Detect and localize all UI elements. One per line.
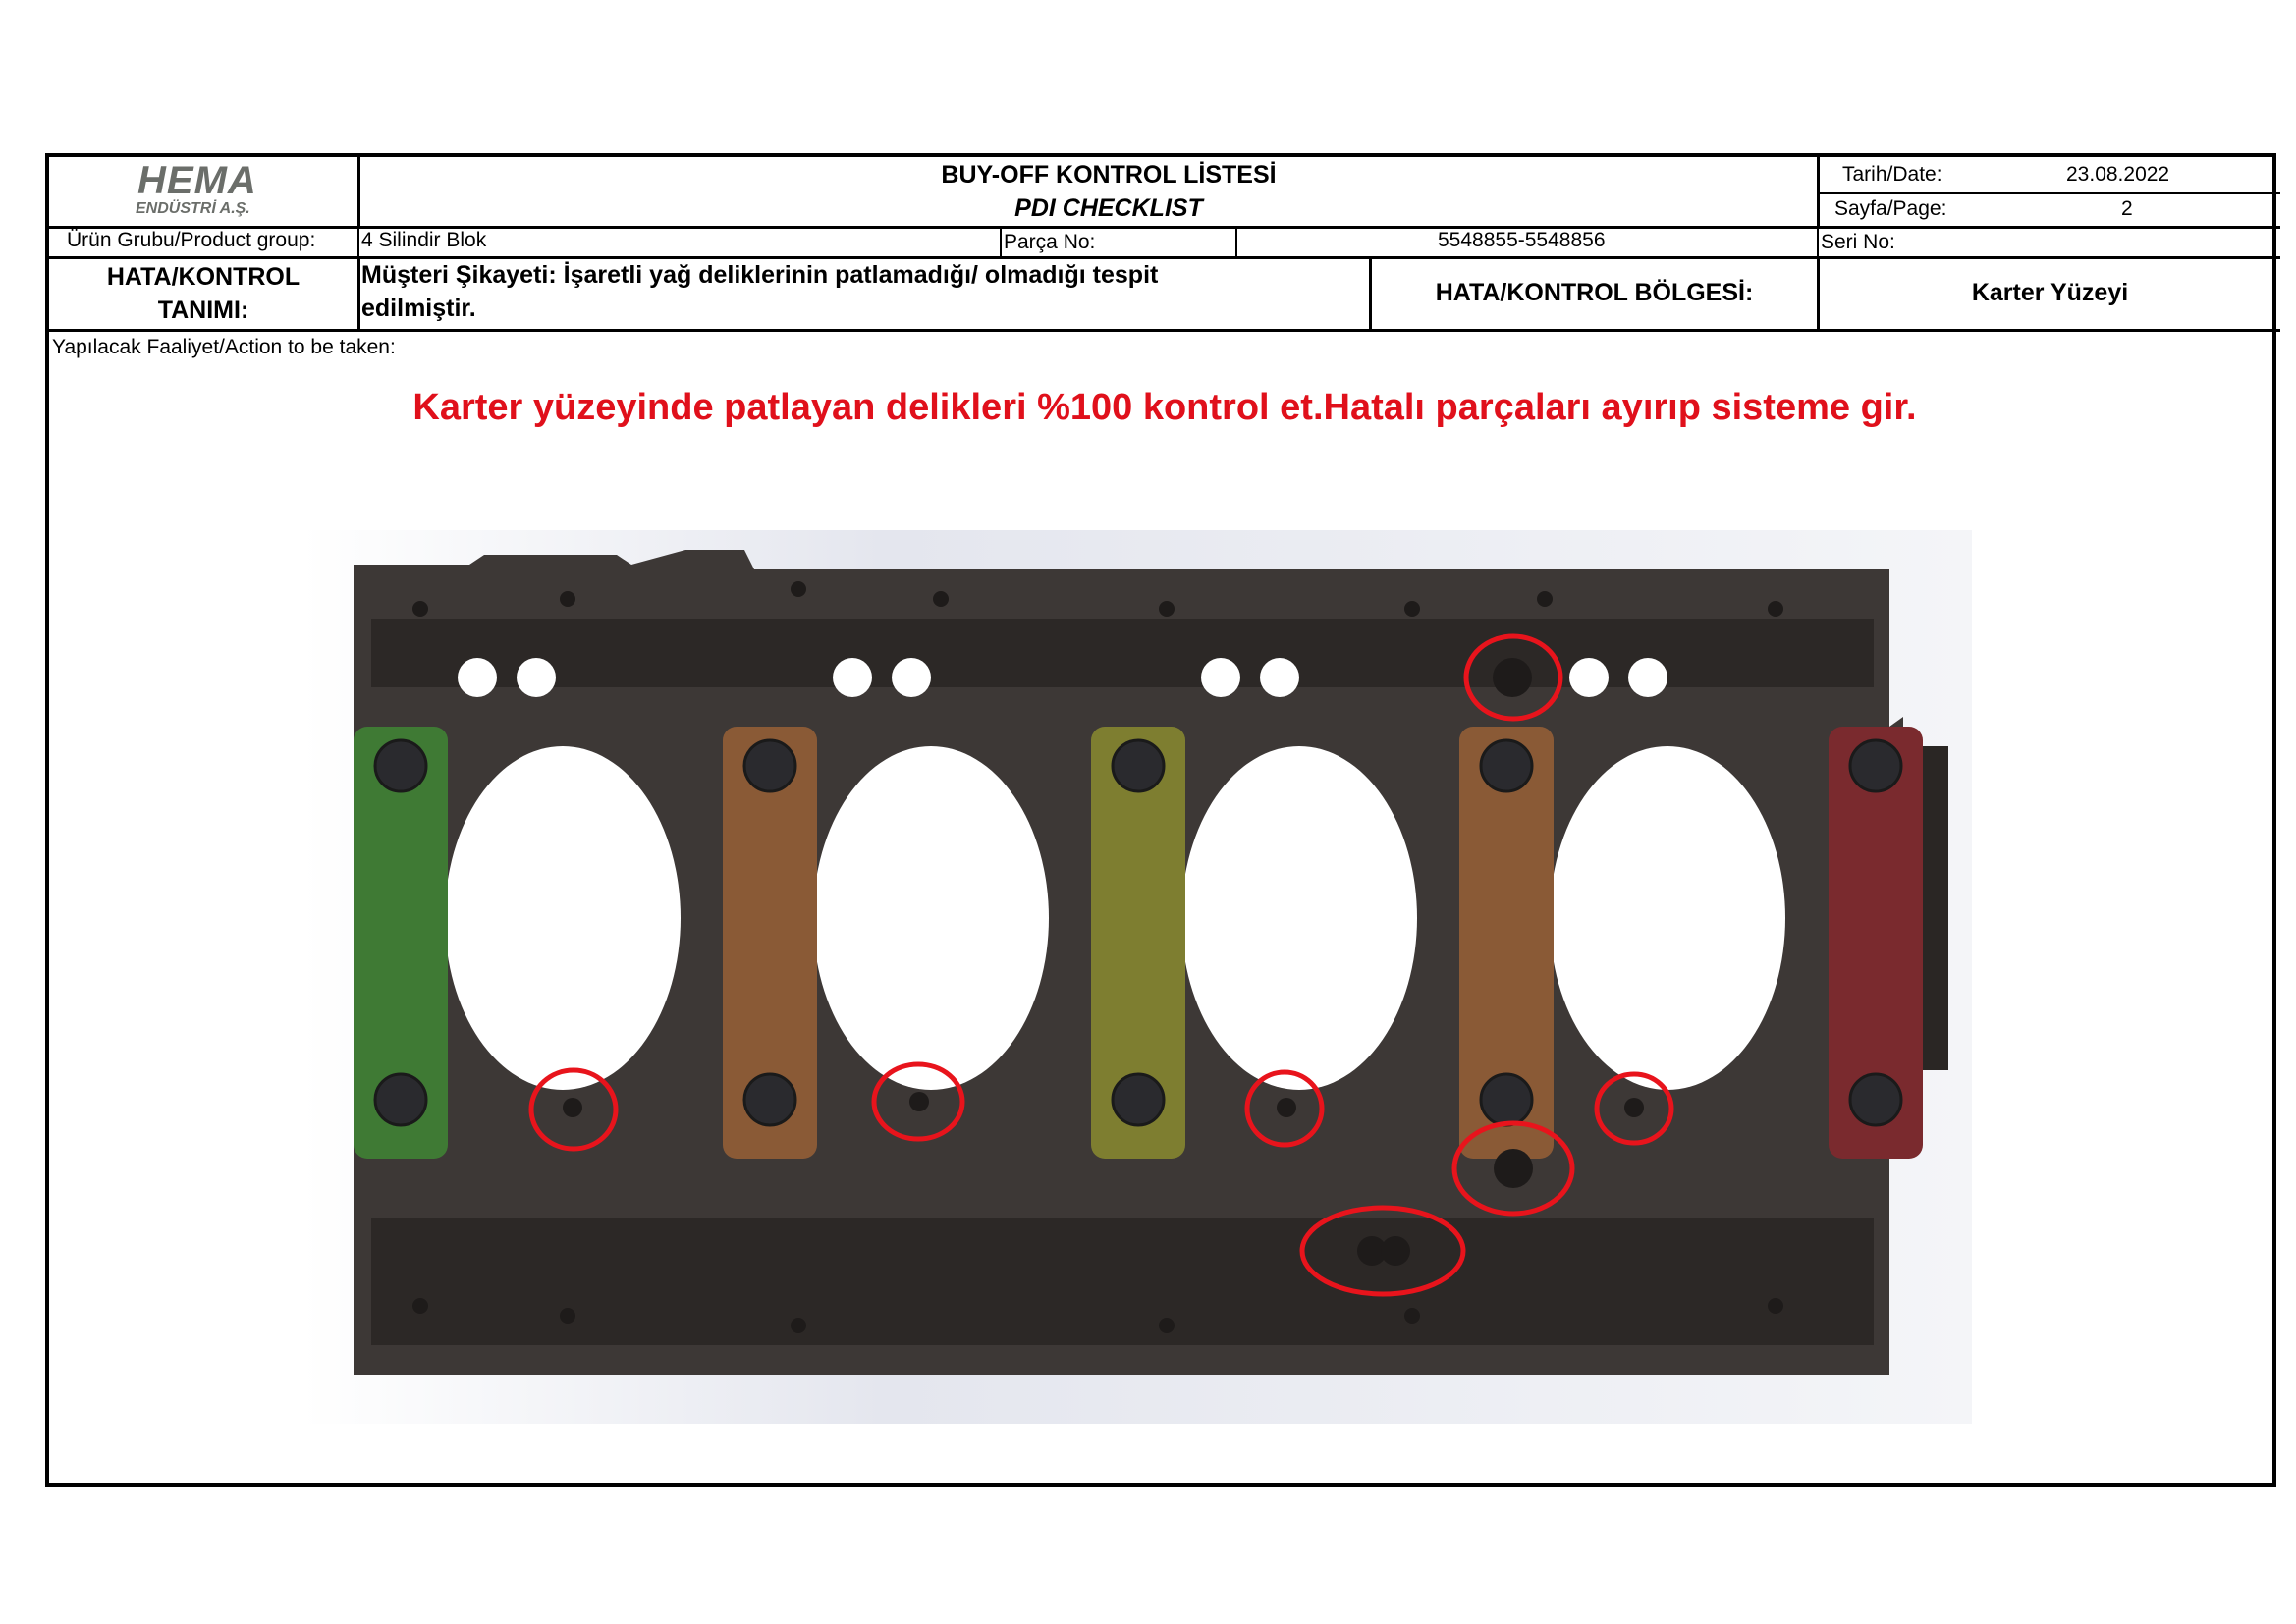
- page-value: 2: [2121, 197, 2133, 220]
- date-value: 23.08.2022: [2066, 163, 2170, 186]
- company-logo: HEMA ENDÜSTRİ A.Ş.: [49, 157, 357, 226]
- defect-label-line1: HATA/KONTROL: [106, 263, 301, 291]
- product-group-value: 4 Silindir Blok: [361, 229, 487, 251]
- part-no-label: Parça No:: [1004, 231, 1096, 253]
- title-en: PDI CHECKLIST: [1014, 194, 1203, 222]
- page-label: Sayfa/Page:: [1834, 197, 1947, 220]
- region-label: HATA/KONTROL BÖLGESİ:: [1435, 279, 1754, 306]
- region-value: Karter Yüzeyi: [1971, 279, 2129, 306]
- part-no-value: 5548855-5548856: [1438, 229, 1606, 251]
- complaint-line2: edilmiştir.: [361, 295, 476, 322]
- logo-sub-text: ENDÜSTRİ A.Ş.: [136, 200, 250, 217]
- product-group-label: Ürün Grubu/Product group:: [67, 229, 316, 251]
- action-instruction: Karter yüzeyinde patlayan delikleri %100…: [412, 387, 1917, 428]
- engine-block-image: [302, 530, 1972, 1424]
- checklist-sheet: HEMA ENDÜSTRİ A.Ş. BUY-OFF KONTROL LİSTE…: [45, 153, 2280, 1487]
- serial-no-label: Seri No:: [1821, 231, 1895, 253]
- title-tr: BUY-OFF KONTROL LİSTESİ: [941, 161, 1277, 189]
- action-label: Yapılacak Faaliyet/Action to be taken:: [52, 336, 396, 358]
- logo-main-text: HEMA: [137, 159, 257, 202]
- complaint-line1: Müşteri Şikayeti: İşaretli yağ delikleri…: [361, 261, 1159, 289]
- date-label: Tarih/Date:: [1842, 163, 1942, 186]
- defect-label-line2: TANIMI:: [157, 297, 249, 324]
